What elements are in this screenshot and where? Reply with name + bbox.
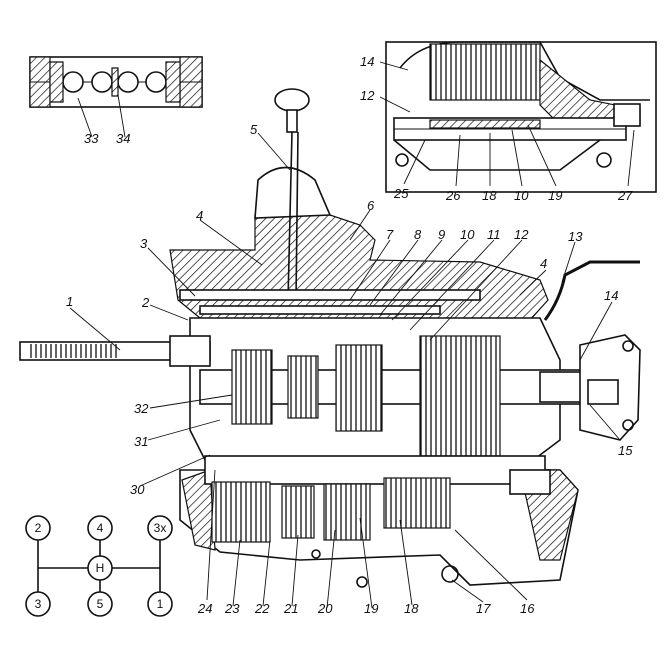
callout-14: 14 bbox=[604, 288, 618, 303]
shift-label-1: 1 bbox=[157, 597, 164, 611]
callout-5: 5 bbox=[250, 122, 258, 137]
inset-callout-27: 27 bbox=[617, 188, 633, 203]
detail-view-balls bbox=[29, 56, 203, 108]
callout-15: 15 bbox=[618, 443, 633, 458]
gear-position-neutral bbox=[87, 555, 113, 581]
callout-10: 10 bbox=[460, 227, 475, 242]
callout-21: 21 bbox=[283, 601, 298, 616]
callout-31: 31 bbox=[134, 434, 148, 449]
callout-8: 8 bbox=[414, 227, 422, 242]
callout-16: 16 bbox=[520, 601, 535, 616]
shift-label-2: 2 bbox=[35, 521, 42, 535]
callout-11: 11 bbox=[487, 227, 501, 242]
callout-labels: 1 2 3 4 5 6 7 8 9 10 11 12 13 4 14 15 16… bbox=[66, 122, 633, 616]
inset-callout-18: 18 bbox=[482, 188, 497, 203]
main-shaft bbox=[199, 335, 601, 457]
oil-tube bbox=[543, 260, 640, 321]
callout-12: 12 bbox=[514, 227, 529, 242]
inset-callout-26: 26 bbox=[445, 188, 461, 203]
gear-position-1 bbox=[147, 591, 173, 617]
callout-4: 4 bbox=[196, 208, 203, 223]
countershaft bbox=[204, 455, 551, 543]
callout-33: 33 bbox=[84, 131, 99, 146]
input-shaft bbox=[19, 335, 211, 367]
inset-callout-19: 19 bbox=[548, 188, 562, 203]
shift-label-4: 4 bbox=[97, 521, 104, 535]
inset-callout-14: 14 bbox=[360, 54, 374, 69]
gear-position-4 bbox=[87, 515, 113, 541]
inset-callout-12: 12 bbox=[360, 88, 375, 103]
inset-view-shaft bbox=[385, 41, 657, 193]
callout-7: 7 bbox=[386, 227, 394, 242]
shift-rails bbox=[179, 289, 481, 315]
leader-lines bbox=[69, 61, 635, 609]
inset-callout-25: 25 bbox=[393, 186, 409, 201]
callout-34: 34 bbox=[116, 131, 130, 146]
shift-label-h: H bbox=[96, 561, 105, 575]
callout-17: 17 bbox=[476, 601, 491, 616]
bolt bbox=[356, 576, 368, 588]
drain-plug bbox=[441, 565, 459, 583]
shift-label-5: 5 bbox=[97, 597, 104, 611]
callout-3: 3 bbox=[140, 236, 148, 251]
inset-callout-10: 10 bbox=[514, 188, 529, 203]
shift-label-3x: 3x bbox=[154, 521, 167, 535]
shift-pattern: 2 4 3x H 3 5 1 bbox=[25, 515, 173, 617]
callout-19: 19 bbox=[364, 601, 378, 616]
gear-position-3x bbox=[147, 515, 173, 541]
callout-9: 9 bbox=[438, 227, 445, 242]
gear-shift-lever bbox=[274, 88, 310, 301]
callout-18: 18 bbox=[404, 601, 419, 616]
callout-20: 20 bbox=[317, 601, 333, 616]
callout-24: 24 bbox=[197, 601, 212, 616]
callout-30: 30 bbox=[130, 482, 145, 497]
callout-6: 6 bbox=[367, 198, 375, 213]
gear-position-2 bbox=[25, 515, 51, 541]
inset-callout-labels: 14 12 25 26 18 10 19 27 bbox=[360, 54, 633, 203]
callout-13: 13 bbox=[568, 229, 583, 244]
gear-position-5 bbox=[87, 591, 113, 617]
callout-1: 1 bbox=[66, 294, 73, 309]
callout-4b: 4 bbox=[540, 256, 547, 271]
gear-position-3 bbox=[25, 591, 51, 617]
callout-23: 23 bbox=[224, 601, 240, 616]
output-flange bbox=[579, 334, 641, 441]
bolt bbox=[311, 549, 321, 559]
callout-32: 32 bbox=[134, 401, 149, 416]
callout-22: 22 bbox=[254, 601, 270, 616]
shift-label-3: 3 bbox=[35, 597, 42, 611]
callout-2: 2 bbox=[141, 295, 150, 310]
